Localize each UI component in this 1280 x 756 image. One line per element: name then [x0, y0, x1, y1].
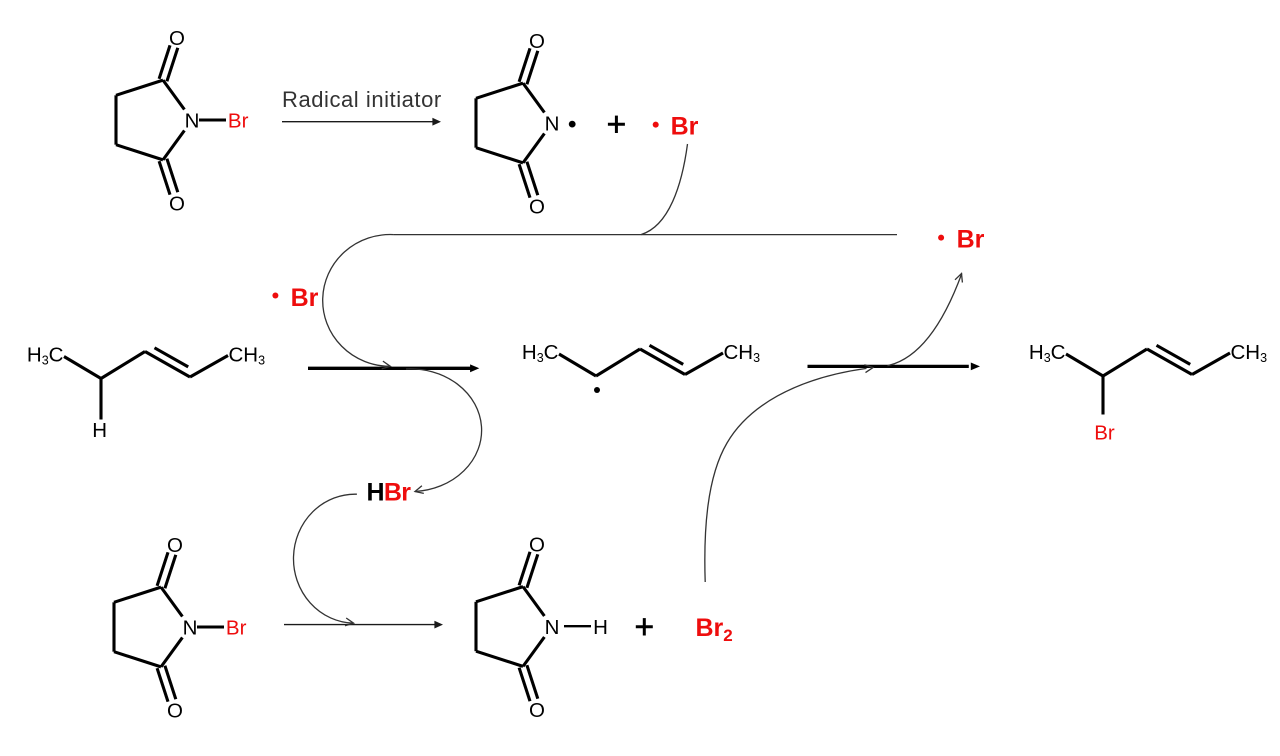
svg-text:Br: Br: [671, 113, 699, 141]
svg-text:Br: Br: [226, 617, 247, 640]
svg-text:H: H: [593, 616, 608, 639]
svg-text:H3C: H3C: [522, 341, 559, 365]
svg-text:H3C: H3C: [27, 344, 64, 368]
svg-text:Br: Br: [228, 110, 249, 133]
svg-text:O: O: [529, 196, 545, 219]
svg-text:CH3: CH3: [229, 344, 266, 368]
svg-text:H: H: [92, 419, 107, 442]
svg-text:O: O: [529, 533, 545, 556]
svg-text:Br: Br: [957, 226, 985, 254]
svg-text:H3C: H3C: [1029, 341, 1066, 365]
svg-text:Br: Br: [1094, 422, 1115, 445]
svg-text:Br: Br: [291, 284, 319, 312]
svg-text:Radical initiator: Radical initiator: [282, 87, 442, 112]
svg-text:HBr: HBr: [367, 478, 412, 506]
svg-text:N: N: [183, 617, 198, 640]
svg-text:O: O: [169, 27, 185, 50]
svg-text:N: N: [545, 616, 560, 639]
svg-text:O: O: [167, 534, 183, 557]
svg-text:CH3: CH3: [724, 341, 761, 365]
svg-text:O: O: [167, 700, 183, 723]
svg-text:O: O: [169, 193, 185, 216]
svg-text:Br2: Br2: [696, 614, 733, 645]
svg-text:N: N: [545, 113, 560, 136]
svg-text:O: O: [529, 699, 545, 722]
svg-text:CH3: CH3: [1231, 341, 1268, 365]
svg-text:O: O: [529, 30, 545, 53]
svg-text:N: N: [185, 110, 200, 133]
